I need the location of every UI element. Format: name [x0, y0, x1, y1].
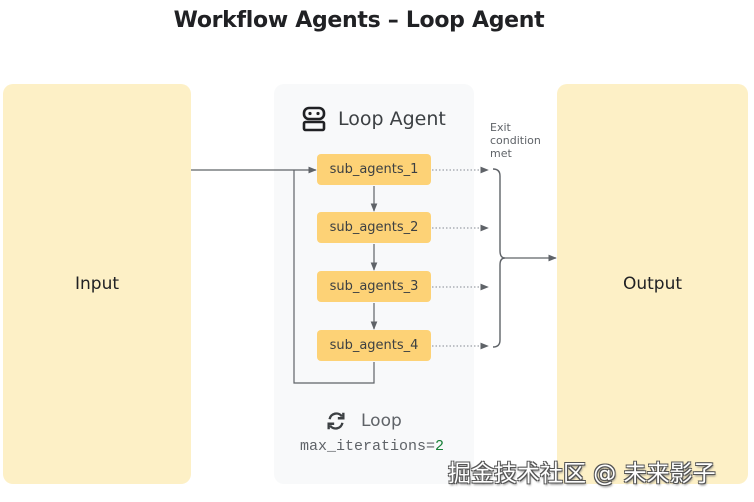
watermark: 掘金技术社区 @ 未来影子: [448, 461, 716, 487]
exit-label-line: Exit: [490, 121, 511, 134]
curly-brace: [492, 168, 506, 348]
diagram-title: Workflow Agents – Loop Agent: [173, 8, 545, 33]
sub-agent-box: sub_agents_1: [317, 154, 431, 185]
sub-agent-box: sub_agents_3: [317, 271, 431, 302]
output-label: Output: [622, 274, 683, 294]
sub-agent-box: sub_agents_2: [317, 212, 431, 243]
exit-label-line: met: [490, 147, 512, 160]
sub-agent-label: sub_agents_3: [329, 279, 419, 294]
input-box: Input: [3, 84, 191, 484]
sub-agent-label: sub_agents_4: [329, 338, 419, 353]
robot-icon: [302, 106, 326, 132]
sub-agent-box: sub_agents_4: [317, 330, 431, 361]
max-iterations-key: max_iterations=: [300, 438, 436, 455]
loop-footer: Loop: [325, 410, 402, 432]
exit-label-line: condition: [490, 134, 541, 147]
max-iterations-value: 2: [435, 438, 445, 455]
loop-agent-title: Loop Agent: [338, 108, 446, 130]
loop-back-line: [293, 170, 375, 384]
loop-label: Loop: [361, 411, 402, 431]
loop-agent-header: Loop Agent: [302, 106, 446, 132]
sub-agent-label: sub_agents_2: [329, 220, 419, 235]
input-label: Input: [74, 274, 120, 294]
max-iterations: max_iterations=2: [300, 438, 444, 455]
sub-agent-label: sub_agents_1: [329, 162, 419, 177]
exit-condition-label: Exit condition met: [490, 121, 541, 160]
refresh-icon: [327, 412, 345, 430]
output-box: Output: [557, 84, 748, 484]
